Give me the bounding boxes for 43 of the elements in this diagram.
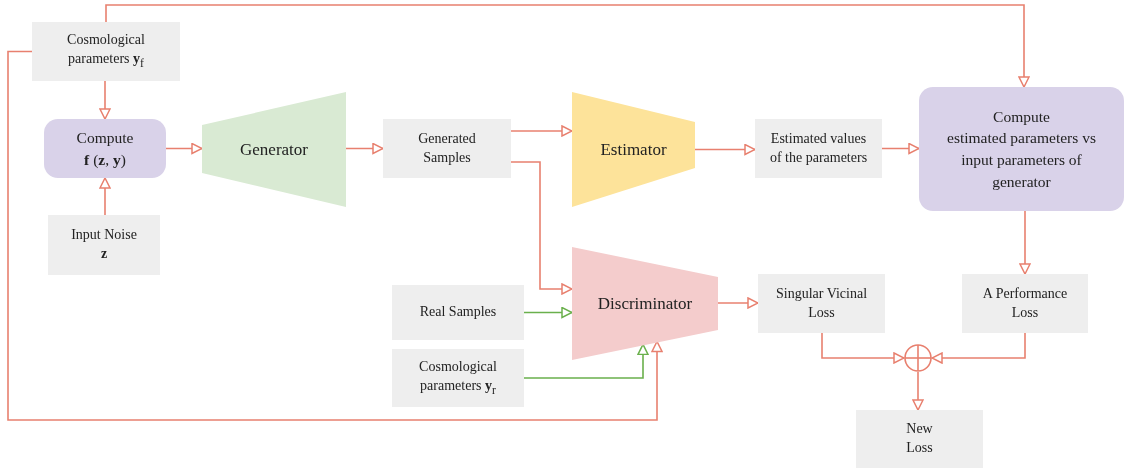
process-box: [919, 87, 1124, 211]
box-label: A Performance Loss: [982, 284, 1068, 322]
box-label: Compute: [993, 106, 1050, 127]
arrow: [7, 50, 663, 421]
arrow: [694, 143, 756, 156]
box-label: Compute f (z, y): [75, 127, 135, 170]
arrow: [912, 371, 924, 411]
arrow: [523, 306, 573, 319]
box-label: Estimator: [600, 139, 667, 160]
arrow: [99, 177, 111, 216]
process-box: [755, 119, 882, 178]
box-label: New Loss: [905, 420, 934, 457]
arrow: [1019, 210, 1031, 275]
box-label: Generated Samples: [417, 129, 477, 167]
arrow: [717, 297, 759, 309]
arrow: [523, 343, 649, 379]
process-box: [856, 410, 983, 468]
process-box: [962, 274, 1088, 333]
process-box: [44, 119, 166, 178]
process-box: [383, 119, 511, 178]
box-label: Cosmological parameters y$_{f}$: [66, 31, 146, 72]
arrow: [881, 142, 920, 155]
arrow: [931, 332, 1026, 364]
box-label: Singular Vicinal Loss: [774, 284, 869, 322]
arrow: [510, 125, 573, 137]
box-label: Cosmological parameters y$_{r}$: [418, 357, 498, 399]
box-label: Discriminator: [597, 293, 693, 314]
arrow: [99, 80, 111, 120]
box-label: estimated parameters vs input parameters of generator: [946, 128, 1097, 192]
process-box: [32, 22, 180, 81]
arrow: [510, 161, 573, 295]
arrow: [345, 142, 384, 155]
box-label: Real Samples: [419, 303, 497, 322]
arrow: [165, 142, 203, 155]
arrow: [105, 4, 1030, 88]
box-label: Generator: [240, 139, 308, 160]
process-box: [392, 285, 524, 340]
box-label: Estimated values of the parameters: [768, 129, 869, 167]
process-box: [392, 349, 524, 407]
box-label: Input Noise z: [70, 226, 138, 263]
process-box: [48, 215, 160, 275]
arrow: [821, 332, 905, 364]
process-box: [758, 274, 885, 333]
